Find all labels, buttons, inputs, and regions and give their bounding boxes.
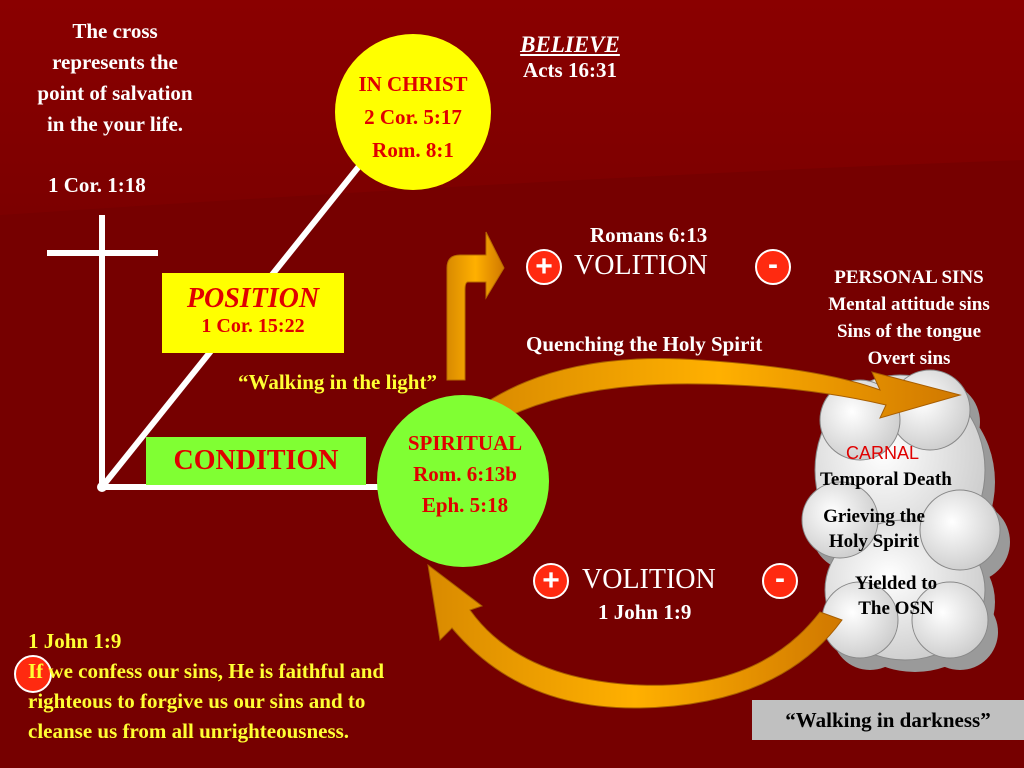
walking-darkness-box: “Walking in darkness” <box>752 700 1024 740</box>
intro-line-4: in the your life. <box>46 112 184 136</box>
in-christ-circle <box>335 34 491 190</box>
believe-block: BELIEVE Acts 16:31 <box>500 32 640 83</box>
up-arrow <box>446 231 505 381</box>
volition-bottom-plus-button[interactable]: + <box>533 563 569 599</box>
confess-marker <box>14 655 52 693</box>
walking-light-text: “Walking in the light” <box>238 370 437 394</box>
personal-sins-title: PERSONAL SINS <box>834 267 984 288</box>
position-ref: 1 Cor. 15:22 <box>201 315 305 337</box>
carnal-cloud <box>801 369 1010 672</box>
carnal-line-2: Grieving the <box>823 506 925 527</box>
volition-top-ref: Romans 6:13 <box>590 223 708 247</box>
volition-bottom-minus-button[interactable]: - <box>762 563 798 599</box>
carnal-line-1: Temporal Death <box>820 469 952 490</box>
position-box: POSITION 1 Cor. 15:22 <box>162 273 344 353</box>
confess-line-1: If we confess our sins, He is faithful a… <box>28 659 385 683</box>
in-christ-block: IN CHRIST 2 Cor. 5:17 Rom. 8:1 <box>338 68 488 167</box>
spiritual-title: SPIRITUAL <box>407 431 523 455</box>
confess-block: 1 John 1:9 If we confess our sins, He is… <box>28 626 384 746</box>
intro-line-3: point of salvation <box>37 81 193 105</box>
intro-line-2: represents the <box>52 50 178 74</box>
confess-line-2: righteous to forgive us our sins and to <box>28 689 366 713</box>
intro-ref: 1 Cor. 1:18 <box>48 173 146 197</box>
carnal-line-5: The OSN <box>858 598 934 619</box>
personal-sins-item: Mental attitude sins <box>828 294 990 315</box>
spiritual-circle <box>377 395 549 567</box>
believe-title: BELIEVE <box>520 32 620 57</box>
in-christ-ref-1: 2 Cor. 5:17 <box>364 105 462 129</box>
believe-ref: Acts 16:31 <box>523 58 617 82</box>
in-christ-title: IN CHRIST <box>358 72 468 96</box>
bottom-curved-arrow <box>427 563 843 709</box>
personal-sins-item: Overt sins <box>867 348 951 369</box>
carnal-yielded: Yielded to The OSN <box>830 571 962 621</box>
volition-top-minus-button[interactable]: - <box>755 249 791 285</box>
volition-bottom-ref: 1 John 1:9 <box>598 600 692 624</box>
carnal-line-3: Holy Spirit <box>828 531 920 552</box>
carnal-title: CARNAL <box>846 443 920 463</box>
spiritual-ref-1: Rom. 6:13b <box>413 462 517 486</box>
spiritual-ref-2: Eph. 5:18 <box>421 493 509 517</box>
top-curved-arrow <box>476 358 962 419</box>
position-title: POSITION <box>186 283 320 314</box>
intro-line-1: The cross <box>72 19 158 43</box>
volition-top-label: VOLITION <box>574 250 708 281</box>
personal-sins-item: Sins of the tongue <box>836 321 982 342</box>
carnal-grieving: Grieving the Holy Spirit <box>808 504 940 554</box>
spiritual-block: SPIRITUAL Rom. 6:13b Eph. 5:18 <box>385 428 545 521</box>
confess-line-3: cleanse us from all unrighteousness. <box>28 719 350 743</box>
confess-ref: 1 John 1:9 <box>28 629 122 653</box>
condition-box: CONDITION <box>146 437 366 485</box>
volition-top-plus-button[interactable]: + <box>526 249 562 285</box>
quenching-text: Quenching the Holy Spirit <box>526 332 763 356</box>
intro-text: The cross represents the point of salvat… <box>10 16 220 140</box>
carnal-line-4: Yielded to <box>854 573 938 594</box>
personal-sins-block: PERSONAL SINS Mental attitude sins Sins … <box>800 264 1018 372</box>
volition-bottom-label: VOLITION <box>582 564 716 595</box>
in-christ-ref-2: Rom. 8:1 <box>372 138 454 162</box>
